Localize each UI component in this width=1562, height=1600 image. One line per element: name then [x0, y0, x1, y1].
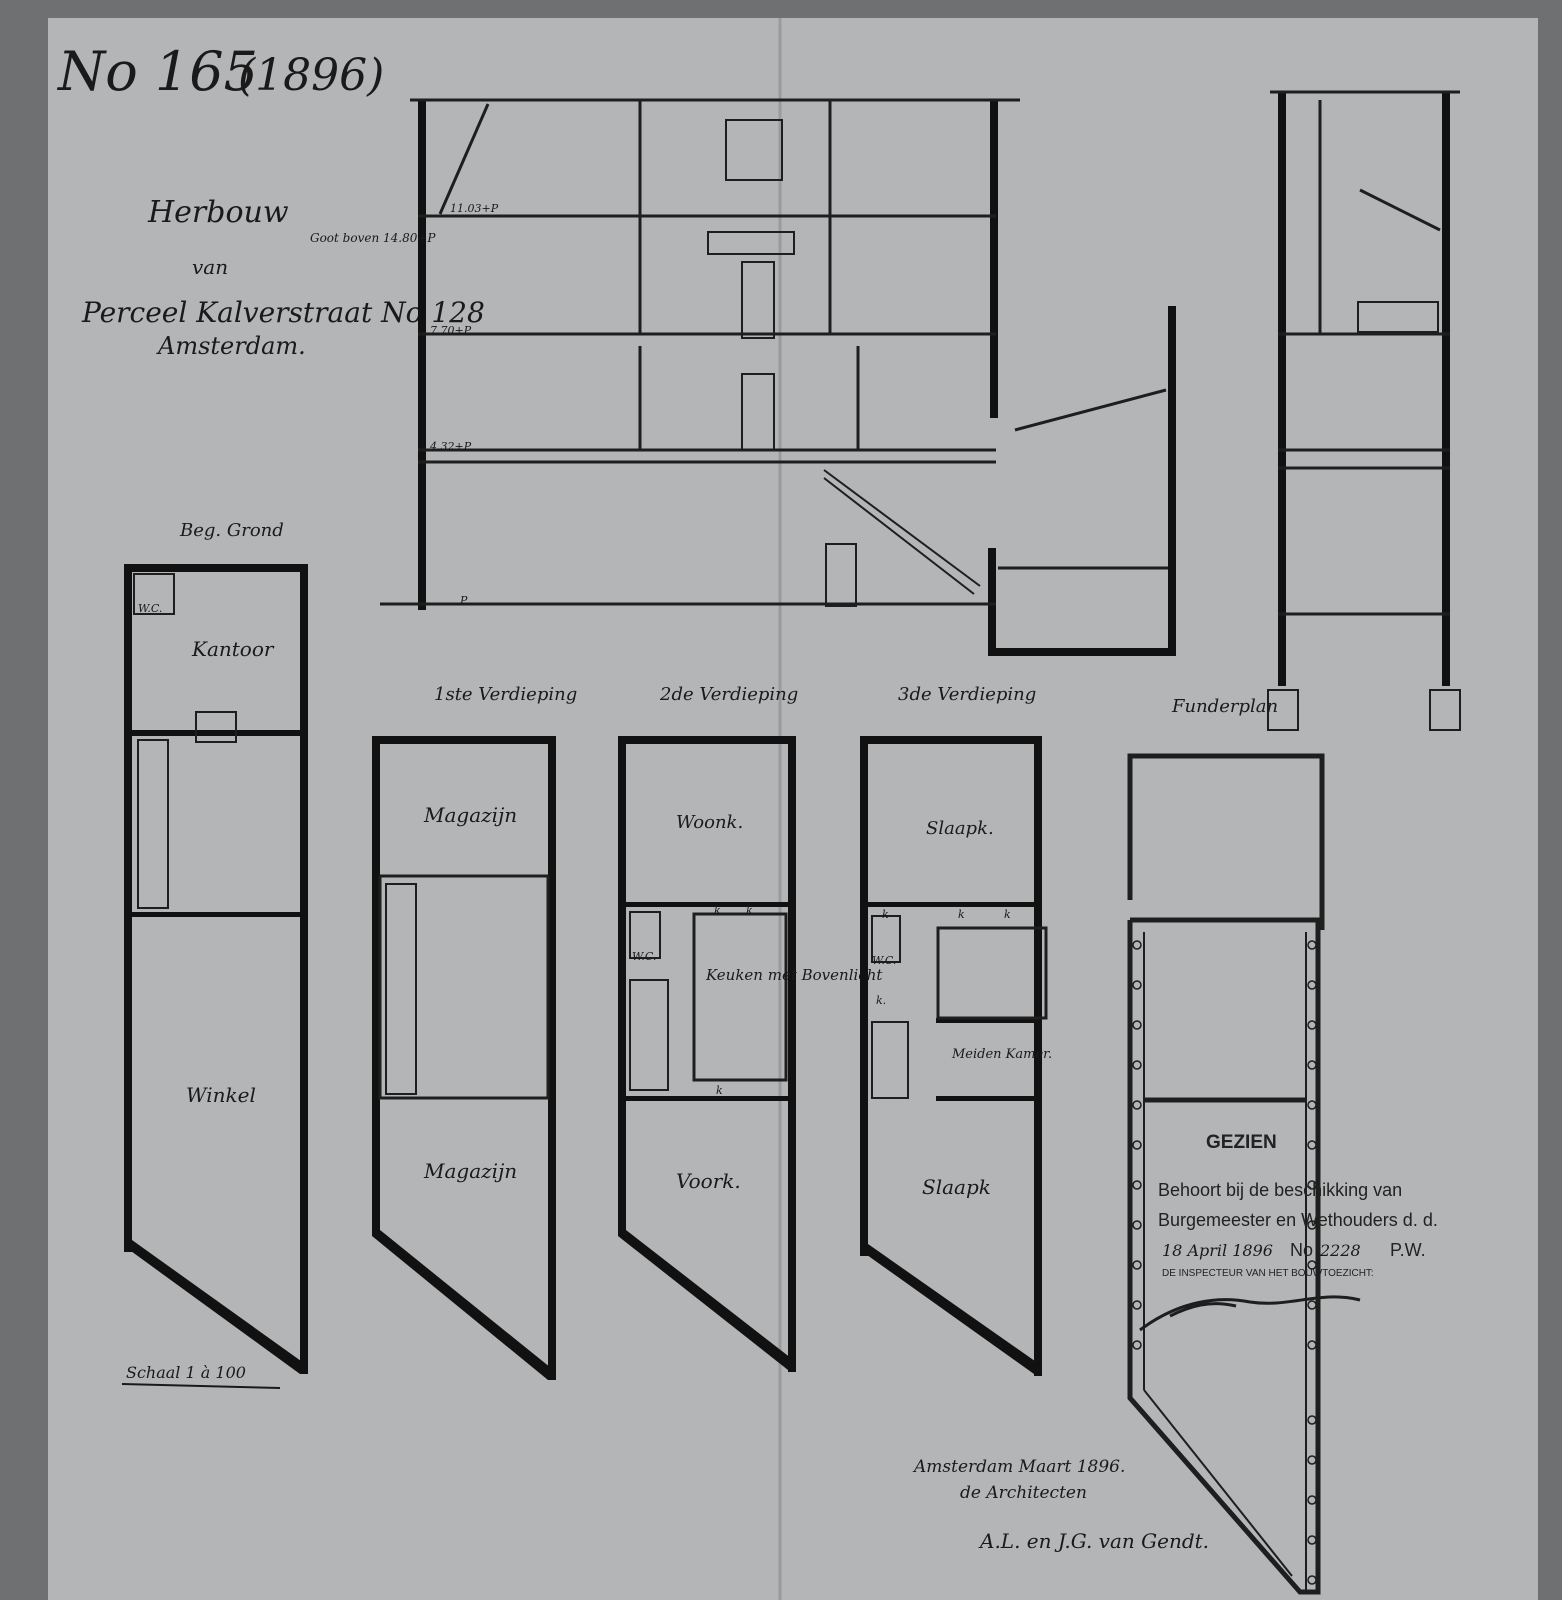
- pile-marker: [1307, 1260, 1317, 1270]
- cupboard-k-3: k: [716, 1084, 723, 1097]
- cross-section: [1267, 90, 1461, 731]
- pile-marker: [1132, 980, 1142, 990]
- pile-marker: [1307, 1495, 1317, 1505]
- cupboard-k-2: k: [746, 904, 753, 917]
- pile-marker: [1307, 940, 1317, 950]
- room-meidenkamer: Meiden Kamer.: [951, 1047, 1052, 1062]
- stamp-number: 2228: [1319, 1241, 1361, 1260]
- pile-marker: [1307, 1020, 1317, 1030]
- footer-place-date: Amsterdam Maart 1896.: [912, 1457, 1125, 1477]
- pile-marker: [1307, 1535, 1317, 1545]
- pile-marker: [1132, 1340, 1142, 1350]
- room-kantoor: Kantoor: [191, 637, 275, 661]
- pile-marker: [1307, 1180, 1317, 1190]
- cupboard-k-third-3: k: [958, 908, 965, 921]
- pile-marker: [1132, 1260, 1142, 1270]
- floorplan-first: 1ste Verdieping Magazijn Magazijn: [372, 684, 577, 1380]
- drawing-number: No 165: [56, 40, 258, 103]
- pile-marker: [1307, 1300, 1317, 1310]
- floor-title-second: 2de Verdieping: [659, 684, 798, 705]
- level-label-ground: P.: [459, 594, 469, 607]
- title-city: Amsterdam.: [156, 332, 306, 360]
- stamp-suffix: P.W.: [1390, 1240, 1426, 1260]
- level-label-gutter: Goot boven 14.80+P: [310, 231, 436, 245]
- footer-role: de Architecten: [960, 1483, 1087, 1503]
- pile-marker: [1132, 1220, 1142, 1230]
- room-wc-second: W.C.: [632, 950, 656, 963]
- pile-marker: [1307, 1575, 1317, 1585]
- room-winkel: Winkel: [186, 1083, 256, 1107]
- pile-marker: [1132, 1060, 1142, 1070]
- pile-marker: [1132, 1300, 1142, 1310]
- room-keuken: Keuken met Bovenlicht: [705, 966, 883, 984]
- pile-marker: [1307, 1060, 1317, 1070]
- room-woonk: Woonk.: [676, 812, 743, 833]
- level-label-2: 7.70+P: [430, 324, 472, 337]
- cupboard-k-third-4: k: [1004, 908, 1011, 921]
- title-perceel: Perceel Kalverstraat No 128: [81, 296, 485, 329]
- longitudinal-section: Goot boven 14.80+P 11.03+P 7.70+P 4.32+P…: [310, 98, 1176, 656]
- pile-marker: [1132, 1100, 1142, 1110]
- stamp-line1: Behoort bij de beschikking van: [1158, 1180, 1402, 1200]
- floorplan-third: 3de Verdieping Slaapk. W.C. k. k k k Mei…: [860, 684, 1052, 1376]
- floor-title-third: 3de Verdieping: [898, 684, 1036, 705]
- stamp-date: 18 April 1896: [1162, 1241, 1273, 1260]
- drawing-year: (1896): [238, 50, 384, 101]
- foundation-piles: [1132, 940, 1317, 1585]
- room-magazijn-front: Magazijn: [423, 1159, 517, 1183]
- cupboard-k-third-2: k: [882, 908, 889, 921]
- title-van: van: [192, 255, 228, 279]
- pile-marker: [1307, 1220, 1317, 1230]
- level-label-1: 4.32+P: [429, 440, 472, 453]
- stamp-number-label: No: [1290, 1240, 1313, 1260]
- floorplan-ground: Beg. Grond W.C. Kantoor Winkel: [124, 520, 308, 1374]
- floorplan-foundation: Funderplan: [1127, 696, 1325, 1595]
- cupboard-k-1: k: [714, 904, 721, 917]
- floor-title-foundation: Funderplan: [1171, 696, 1278, 717]
- level-label-3: 11.03+P: [450, 202, 499, 215]
- approval-stamp: GEZIEN Behoort bij de beschikking van Bu…: [1139, 1132, 1438, 1332]
- room-slaapk-rear: Slaapk.: [926, 818, 994, 839]
- floorplan-second: 2de Verdieping Woonk. W.C. Keuken met Bo…: [618, 684, 883, 1372]
- room-wc-ground: W.C.: [138, 602, 162, 615]
- stamp-inspector: DE INSPECTEUR VAN HET BOUWTOEZICHT:: [1162, 1268, 1374, 1279]
- pile-marker: [1307, 1415, 1317, 1425]
- inspector-signature: [1139, 1295, 1361, 1332]
- pile-marker: [1132, 1140, 1142, 1150]
- footer-signature: A.L. en J.G. van Gendt.: [978, 1529, 1209, 1553]
- pile-marker: [1132, 1020, 1142, 1030]
- scale-note: Schaal 1 à 100: [126, 1363, 246, 1382]
- room-magazijn-rear: Magazijn: [423, 803, 517, 827]
- room-wc-third: W.C.: [872, 954, 896, 967]
- floor-title-ground: Beg. Grond: [179, 520, 284, 541]
- scale-underline: [121, 1383, 281, 1389]
- stamp-line2: Burgemeester en Wethouders d. d.: [1158, 1210, 1438, 1230]
- title-herbouw: Herbouw: [147, 195, 289, 230]
- cupboard-k-third-1: k.: [876, 994, 886, 1007]
- floor-title-first: 1ste Verdieping: [434, 684, 577, 705]
- stamp-heading: GEZIEN: [1206, 1132, 1277, 1153]
- pile-marker: [1307, 1455, 1317, 1465]
- pile-marker: [1307, 1100, 1317, 1110]
- room-voork: Voork.: [676, 1169, 741, 1193]
- pile-marker: [1132, 940, 1142, 950]
- pile-marker: [1307, 980, 1317, 990]
- pile-marker: [1132, 1180, 1142, 1190]
- pile-marker: [1307, 1140, 1317, 1150]
- pile-marker: [1307, 1340, 1317, 1350]
- room-slaapk-front: Slaapk: [922, 1175, 991, 1199]
